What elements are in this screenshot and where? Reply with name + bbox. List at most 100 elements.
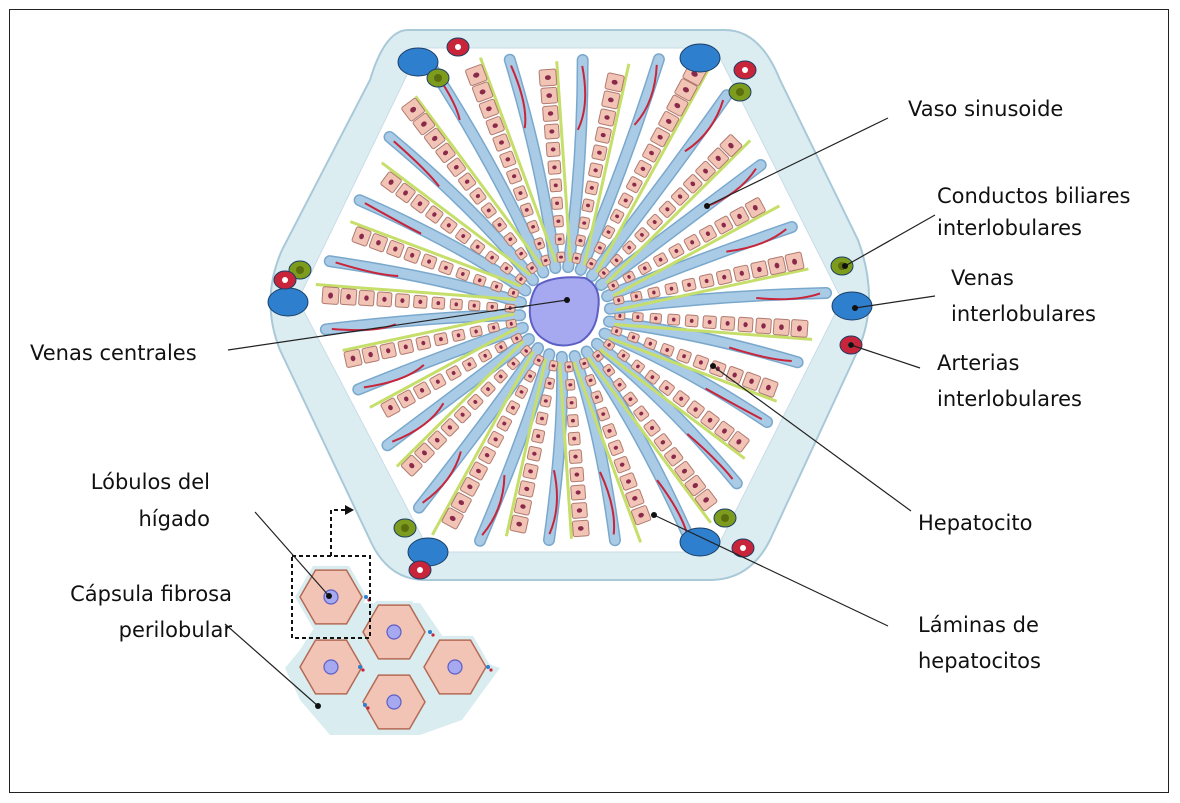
hepatocyte [527, 446, 542, 461]
hepatocyte [359, 290, 375, 306]
portal-vein [268, 288, 308, 316]
hepatocyte [601, 91, 620, 110]
hepatocyte [540, 394, 552, 407]
label-conductos-biliares-line1: Conductos biliares [937, 180, 1130, 212]
hepatocyte [539, 69, 557, 86]
label-vaso-sinusoide: Vaso sinusoide [908, 93, 1063, 125]
hepatocyte [434, 332, 449, 346]
label-hepatocito: Hepatocito [918, 507, 1032, 539]
portal-vein [408, 538, 448, 566]
small-central-vein [448, 660, 462, 674]
hepatocyte [585, 181, 599, 196]
hepatocyte [432, 297, 445, 309]
hepatocyte [468, 300, 480, 310]
hepatocyte [548, 160, 561, 174]
hepatocyte [667, 314, 680, 325]
hepatocyte [750, 261, 768, 279]
hepatocyte [544, 124, 559, 139]
hepatocyte [518, 480, 535, 497]
hepatocyte [566, 397, 576, 409]
hepatocyte [398, 339, 414, 355]
hepatocyte [733, 265, 750, 282]
hepatocyte [506, 319, 517, 329]
hepatocyte [650, 313, 662, 323]
central-vein [530, 277, 599, 345]
hepatocyte [510, 515, 529, 534]
hepatocyte [413, 295, 427, 308]
hepatocyte [716, 269, 732, 285]
hepatocyte [699, 274, 714, 289]
hepatocyte [550, 179, 562, 192]
hepatocyte [395, 294, 410, 308]
hepatocyte [567, 414, 578, 427]
hepatocyte [773, 319, 790, 336]
label-arterias-line1: Arterias [937, 347, 1019, 379]
hepatocyte [598, 109, 616, 127]
label-capsula-line1: Cápsula fibrosa [20, 578, 232, 610]
hepatocyte [578, 217, 590, 230]
hepatocyte [380, 342, 397, 359]
hepatocyte [720, 316, 735, 330]
hepatocyte [549, 360, 559, 371]
hepatocyte [571, 502, 587, 518]
hepatocyte [452, 329, 466, 342]
hepatocyte [377, 292, 392, 307]
hepatocyte [553, 215, 563, 227]
hepatocyte [544, 377, 555, 389]
hepatocyte [588, 163, 603, 178]
hepatocyte [488, 322, 500, 333]
portal-vein [680, 528, 720, 556]
hepatocyte [416, 336, 431, 351]
hepatocyte [630, 291, 642, 302]
hepatocyte [647, 287, 660, 299]
hepatocyte [582, 199, 595, 213]
hepatocyte [756, 318, 772, 334]
leader-lobulos [255, 512, 329, 596]
hepatocyte [551, 197, 562, 210]
portal-vein [680, 44, 720, 72]
hepatocyte [344, 349, 363, 368]
label-arterias-line2: interlobulares [937, 383, 1082, 415]
hepatocyte [632, 312, 643, 321]
small-central-vein [324, 660, 338, 674]
hepatocyte [572, 253, 582, 264]
zoom-arrow [331, 510, 346, 556]
small-central-vein [387, 625, 401, 639]
zoom-arrow-head [345, 505, 354, 515]
hepatocyte [613, 295, 624, 305]
label-venas-centrales: Venas centrales [30, 337, 197, 369]
hepatocyte [531, 429, 545, 444]
hepatocyte [536, 412, 549, 426]
hepatocyte [568, 432, 580, 445]
leader-arterias [851, 345, 920, 368]
hepatocyte [470, 326, 483, 338]
hepatocyte [605, 73, 625, 92]
hepatocyte [514, 498, 532, 516]
label-venas-interlobulares-line2: interlobulares [951, 298, 1096, 330]
label-conductos-biliares-line2: interlobulares [937, 212, 1082, 244]
hepatocyte [541, 87, 558, 104]
label-capsula-line2: perilobular [20, 614, 232, 646]
hepatocyte [362, 346, 380, 364]
hepatocyte [785, 252, 804, 272]
hepatocyte [571, 485, 586, 500]
hepatocyte [665, 282, 679, 295]
label-laminas-line1: Láminas de [918, 609, 1039, 641]
label-lobulos-line2: hígado [60, 503, 210, 535]
hepatocyte [570, 467, 584, 482]
hepatocyte [569, 450, 582, 464]
label-laminas-line2: hepatocitos [918, 645, 1041, 677]
hepatocyte [566, 379, 575, 390]
label-lobulos-line1: Lóbulos del [60, 466, 210, 498]
liver-lobules-cluster [285, 566, 500, 735]
hepatocyte [768, 256, 787, 275]
hepatocyte [791, 320, 808, 338]
hepatocyte [703, 316, 717, 329]
hepatocyte [557, 252, 565, 262]
hepatocyte [450, 299, 463, 310]
hepatocyte [575, 235, 586, 247]
hepatocyte [572, 520, 589, 537]
small-central-vein [387, 695, 401, 709]
hepatocyte [322, 287, 339, 305]
label-venas-interlobulares-line1: Venas [951, 262, 1014, 294]
